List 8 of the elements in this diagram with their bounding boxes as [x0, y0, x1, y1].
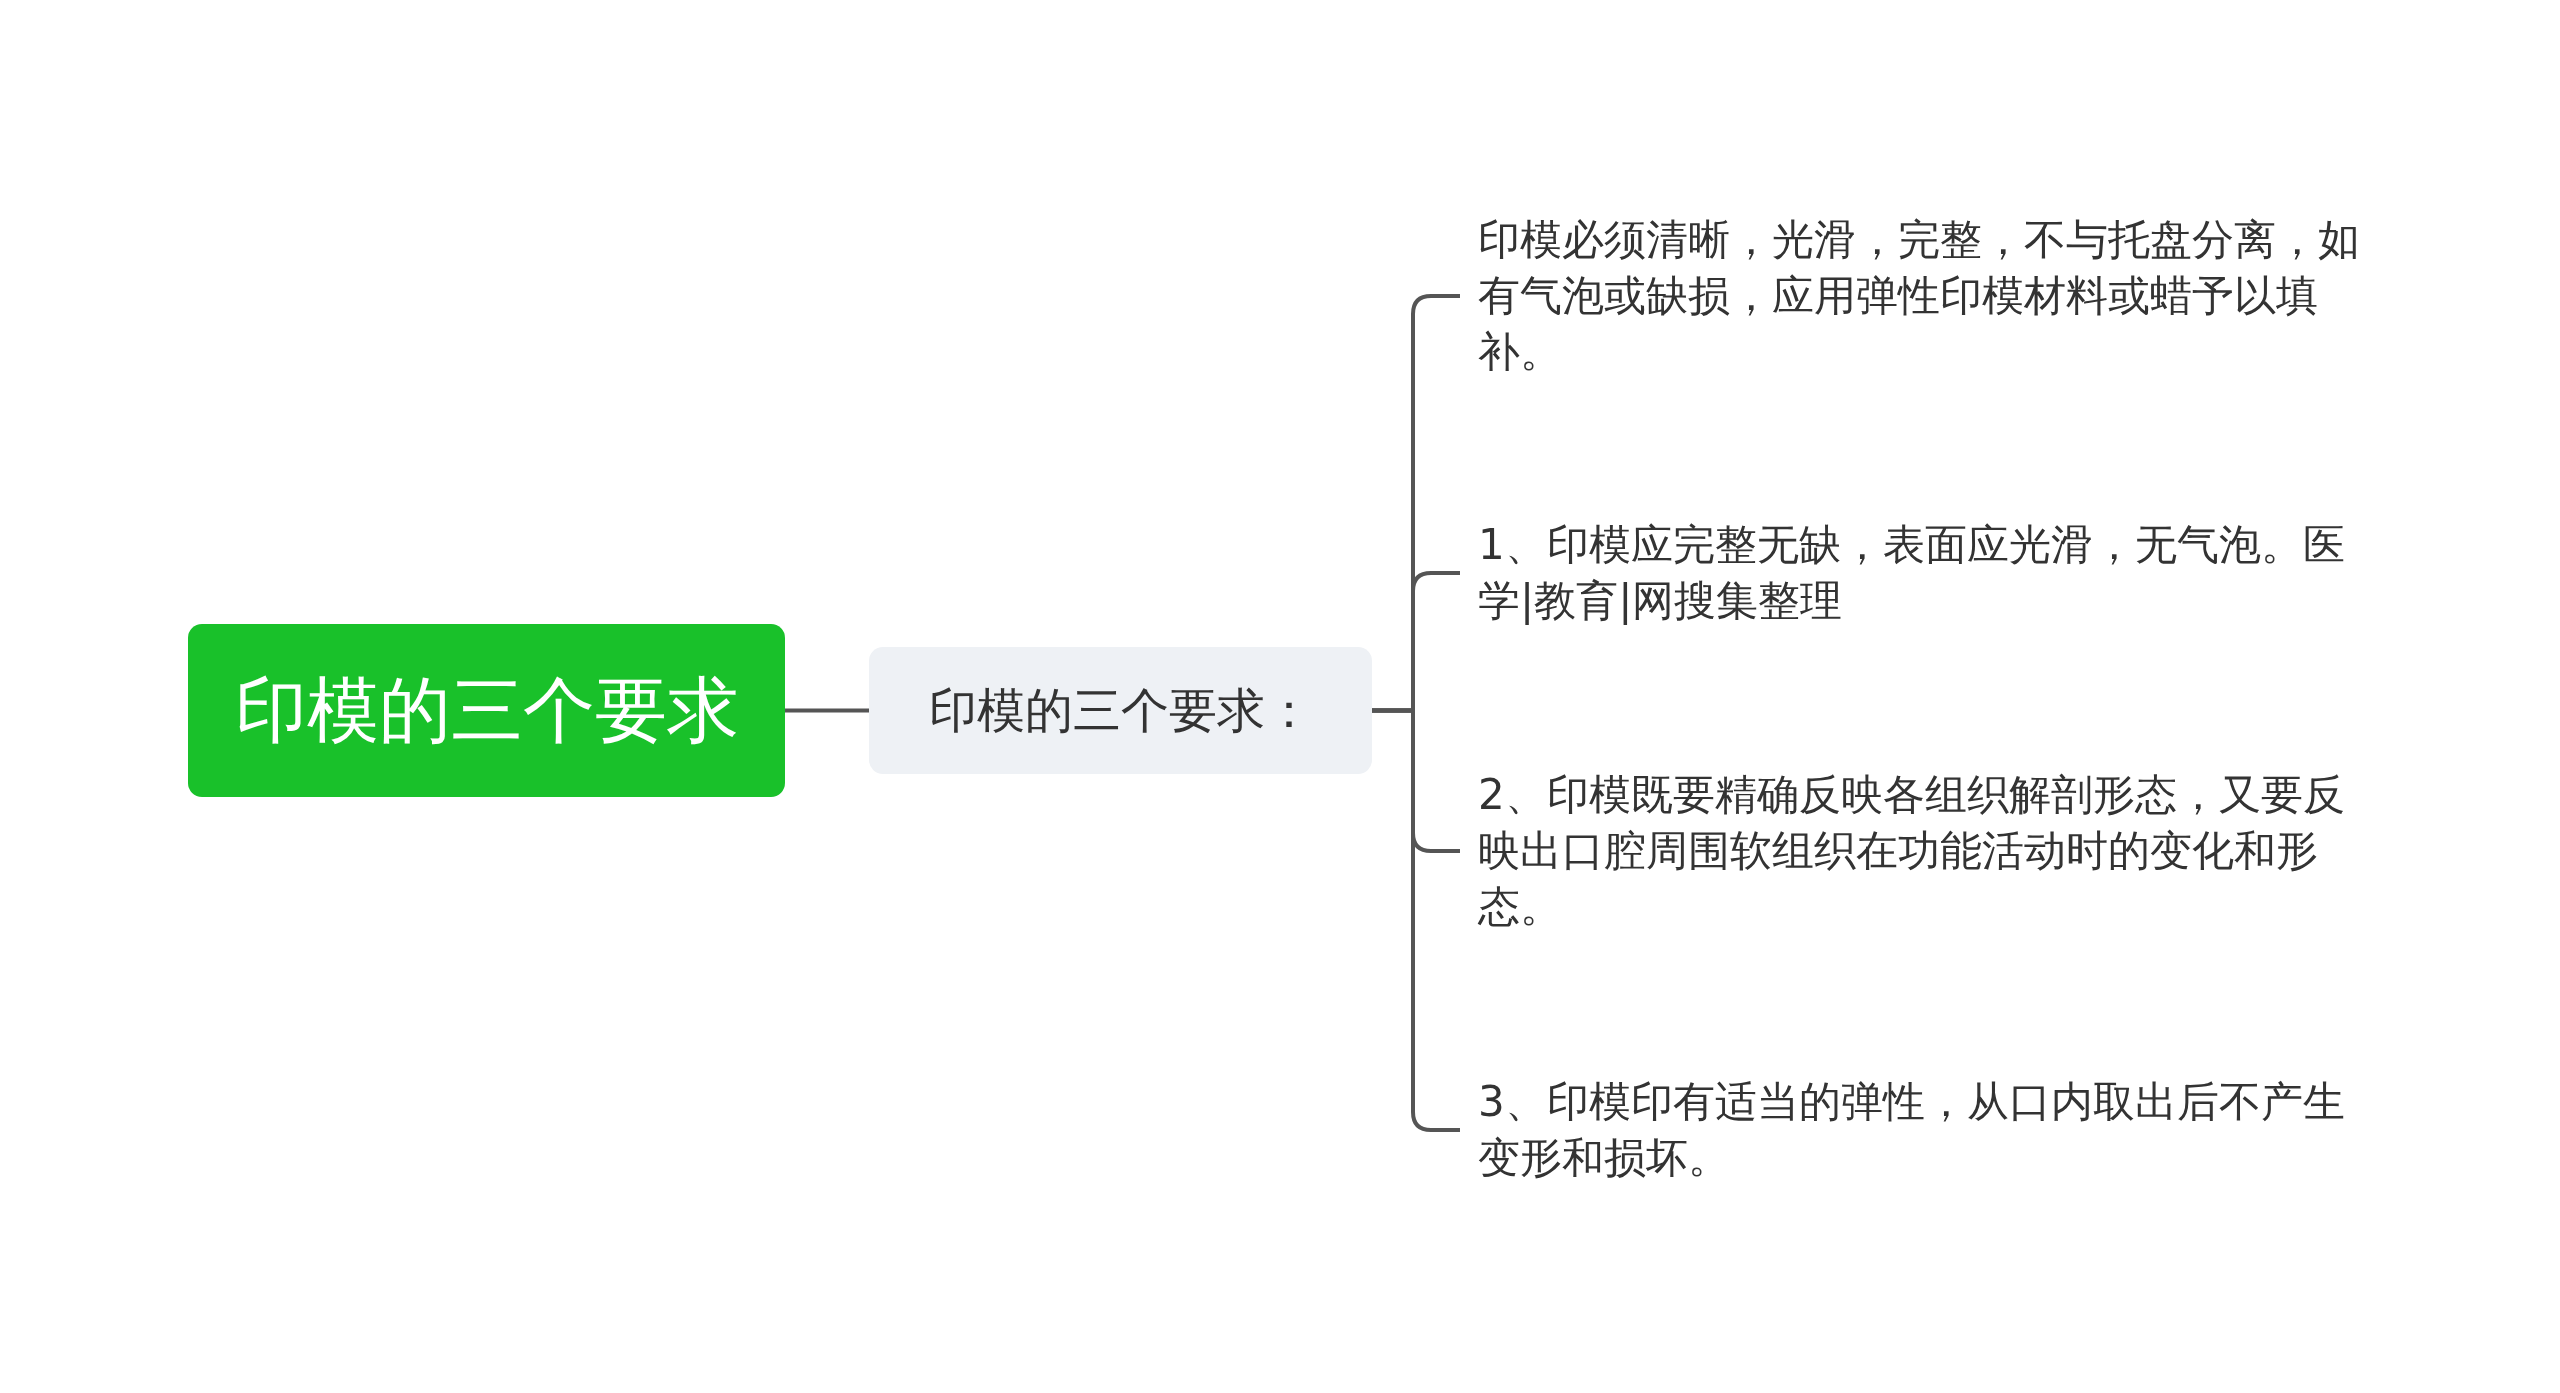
subtopic-text: 印模必须清晰，光滑，完整，不与托盘分离，如有气泡或缺损，应用弹性印模材料或蜡予以填补。 [1460, 212, 2380, 380]
topic-box: 印模的三个要求： [869, 647, 1372, 774]
subtopic-text: 3、印模印有适当的弹性，从口内取出后不产生变形和损坏。 [1460, 1074, 2380, 1186]
subtopic-text: 1、印模应完整无缺，表面应光滑，无气泡。医学|教育|网搜集整理 [1460, 517, 2380, 629]
subtopic-text: 2、印模既要精确反映各组织解剖形态，又要反映出口腔周围软组织在功能活动时的变化和形态。 [1460, 767, 2380, 935]
root-topic-box: 印模的三个要求 [188, 624, 785, 797]
connector-line [785, 708, 869, 713]
connector-line [1372, 708, 1460, 1132]
